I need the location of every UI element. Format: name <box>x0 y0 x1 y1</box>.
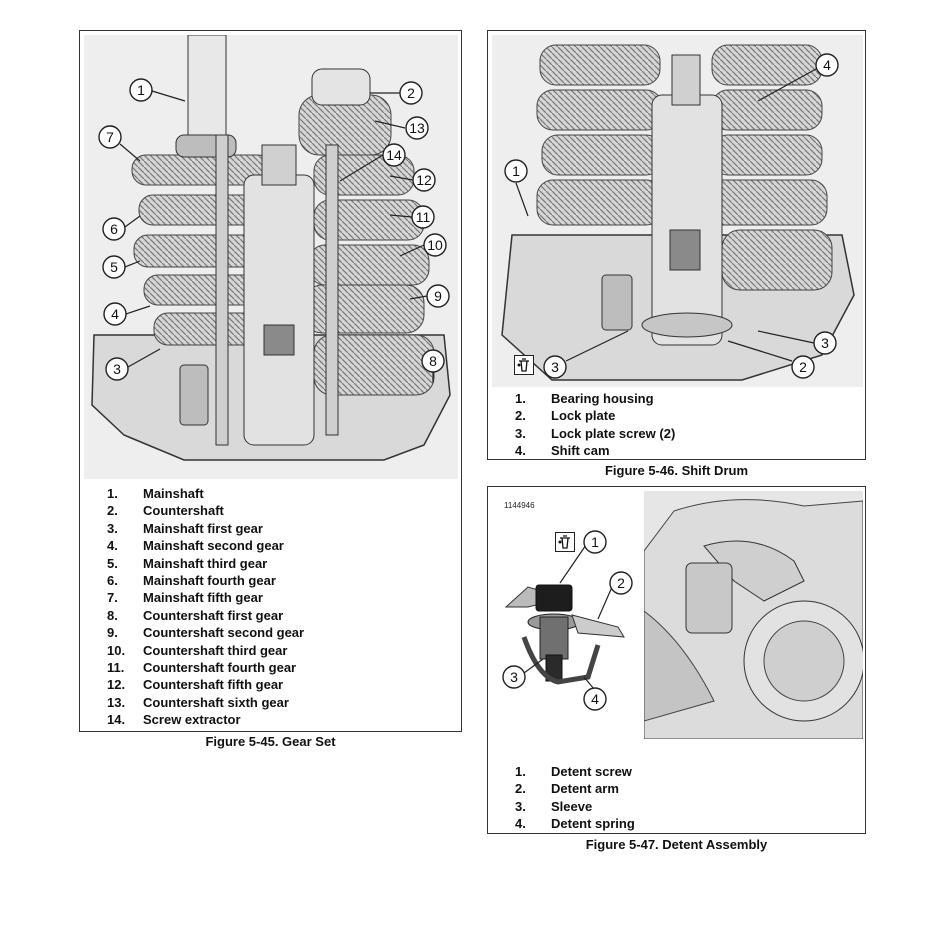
callout-text: 4 <box>591 691 599 707</box>
legend-item: 2.Detent arm <box>515 781 619 797</box>
legend-item: 2.Lock plate <box>515 408 616 424</box>
callout-11: 11 <box>389 205 435 229</box>
callout-2: 2 <box>597 571 633 620</box>
callout-text: 3 <box>113 361 121 377</box>
gear-set-drawing <box>91 35 451 461</box>
callout-text: 11 <box>416 209 431 225</box>
shift-drum-illustration <box>492 35 863 387</box>
callout-text: 5 <box>110 259 118 275</box>
legend-item: 9.Countershaft second gear <box>107 625 305 641</box>
callout-text: 7 <box>106 129 114 145</box>
legend-item: 4.Detent spring <box>515 816 635 832</box>
callout-7: 7 <box>98 125 141 162</box>
callout-text: 1 <box>137 82 145 98</box>
callout-9: 9 <box>409 284 450 308</box>
shift-drum-drawing <box>501 44 855 381</box>
legend-item: 5.Mainshaft third gear <box>107 555 268 571</box>
legend-item: 3.Sleeve <box>515 798 593 814</box>
trash-bin-icon <box>555 532 575 552</box>
callout-4: 4 <box>757 53 839 102</box>
callout-text: 2 <box>799 359 807 375</box>
callout-2: 2 <box>727 340 815 379</box>
callout-8: 8 <box>421 349 445 383</box>
legend-item: 1.Bearing housing <box>515 391 654 406</box>
callout-text: 4 <box>823 57 831 73</box>
callout-4: 4 <box>103 302 151 326</box>
callout-text: 2 <box>407 85 415 101</box>
legend-item: 7.Mainshaft fifth gear <box>107 590 263 606</box>
gear-set-legend: 1.Mainshaft 2.Countershaft 3.Mainshaft f… <box>107 485 304 729</box>
callout-3-right: 3 <box>757 330 837 355</box>
legend-item: 11.Countershaft fourth gear <box>107 660 297 676</box>
legend-item: 3.Mainshaft first gear <box>107 520 263 536</box>
callout-12: 12 <box>389 168 436 192</box>
callout-text: 2 <box>617 575 625 591</box>
callout-text: 9 <box>434 288 442 304</box>
legend-item: 14.Screw extractor <box>107 712 241 728</box>
figure-5-45-caption: Figure 5-45. Gear Set <box>205 734 336 749</box>
gear-set-callouts: 1 2 13 7 14 12 6 11 <box>98 78 450 383</box>
callout-1: 1 <box>504 159 529 217</box>
legend-item: 2.Countershaft <box>107 503 224 519</box>
callout-text: 12 <box>416 172 432 188</box>
callout-6: 6 <box>102 215 141 241</box>
callout-3-left: 3 <box>543 330 629 379</box>
callout-text: 3 <box>821 335 829 351</box>
callout-1: 1 <box>559 530 607 584</box>
legend-item: 8.Countershaft first gear <box>107 607 284 623</box>
detent-assembly-legend: 1.Detent screw 2.Detent arm 3.Sleeve 4.D… <box>515 763 635 833</box>
legend-item: 4.Mainshaft second gear <box>107 538 284 554</box>
figure-5-45-panel: 1019459 <box>79 30 462 732</box>
callout-1: 1 <box>129 78 186 102</box>
callout-text: 4 <box>111 306 119 322</box>
legend-item: 10.Countershaft third gear <box>107 642 288 658</box>
legend-item: 1.Mainshaft <box>107 486 204 501</box>
detent-photo <box>644 491 863 739</box>
callout-text: 3 <box>551 359 559 375</box>
shift-drum-callouts: 4 1 3 3 2 <box>504 53 839 379</box>
gear-set-illustration <box>84 35 458 479</box>
figure-5-46-panel: 1019508 <box>487 30 866 460</box>
figure-5-47-caption: Figure 5-47. Detent Assembly <box>585 837 768 852</box>
legend-item: 3.Lock plate screw (2) <box>515 425 676 441</box>
legend-item: 13.Countershaft sixth gear <box>107 694 289 710</box>
figure-5-47-panel: 1144946 1 2 3 4 <box>487 486 866 834</box>
callout-2: 2 <box>370 81 423 105</box>
callout-13: 13 <box>374 116 429 140</box>
callout-4: 4 <box>583 676 607 711</box>
callout-text: 10 <box>427 237 443 253</box>
legend-item: 1.Detent screw <box>515 764 632 779</box>
callout-3: 3 <box>105 348 161 381</box>
callout-text: 3 <box>510 669 518 685</box>
callout-3: 3 <box>502 658 544 689</box>
legend-item: 6.Mainshaft fourth gear <box>107 573 276 589</box>
shift-drum-legend: 1.Bearing housing 2.Lock plate 3.Lock pl… <box>515 390 675 460</box>
legend-item: 12.Countershaft fifth gear <box>107 677 284 693</box>
callout-text: 8 <box>429 353 437 369</box>
callout-text: 1 <box>512 163 520 179</box>
figure-image-id: 1144946 <box>504 501 535 510</box>
trash-bin-icon <box>514 355 534 375</box>
callout-text: 13 <box>409 120 425 136</box>
figure-5-46-caption: Figure 5-46. Shift Drum <box>604 463 749 478</box>
callout-text: 1 <box>591 534 599 550</box>
legend-item: 4.Shift cam <box>515 443 610 459</box>
callout-text: 6 <box>110 221 118 237</box>
callout-10: 10 <box>399 233 447 257</box>
callout-14: 14 <box>339 143 406 182</box>
callout-5: 5 <box>102 255 141 279</box>
detent-exploded-drawing: 1 2 3 4 <box>502 530 633 711</box>
callout-text: 14 <box>386 147 402 163</box>
detent-photo-drawing <box>644 499 863 739</box>
